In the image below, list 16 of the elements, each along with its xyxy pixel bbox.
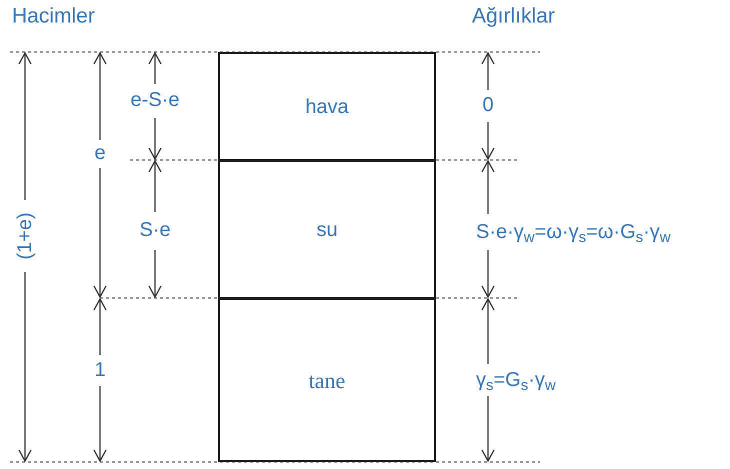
dimension-label: S·e·γ$_{w}$=ω·γ$_{s}$=ω·G$_{s}$·γ$_{w}$ [476,222,671,242]
dimension-label: e [94,143,106,163]
phase-label: tane [308,366,346,394]
dimension-label: (1+e) [15,212,35,260]
dimension-label: e-S·e [130,90,180,110]
phase-box [218,160,436,299]
column-heading: Ağırlıklar [472,6,555,26]
dimension-label: 0 [482,95,494,115]
column-heading: Hacimler [12,6,95,26]
dimension-label: γ$_{s}$=G$_{s}$·γ$_{w}$ [476,370,556,390]
dimension-label: S·e [139,220,171,240]
phase-box [218,52,436,161]
phase-label: hava [305,94,349,120]
phase-label: su [316,218,338,242]
dimension-label: 1 [94,360,106,380]
phase-box [218,298,436,462]
